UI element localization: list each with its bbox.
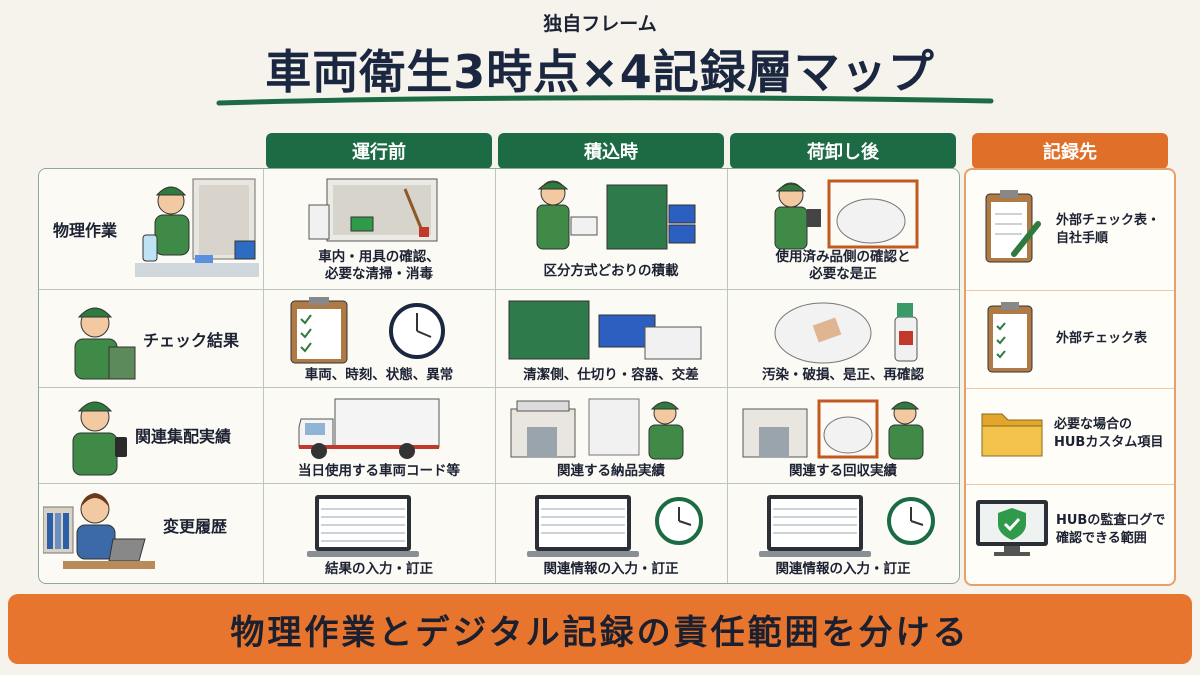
grid-divider bbox=[727, 169, 728, 583]
panel-divider bbox=[966, 290, 1174, 291]
shield-monitor-icon bbox=[976, 500, 1048, 556]
cell-text: 関連する納品実績 bbox=[557, 463, 665, 479]
checklist-icon bbox=[987, 302, 1033, 373]
column-header-destination: 記録先 bbox=[972, 133, 1168, 169]
checklist-pen-icon bbox=[985, 190, 1041, 263]
used-items-cage-illustration bbox=[774, 179, 919, 250]
destination-text: 外部チェック表 bbox=[1056, 331, 1148, 346]
cell-text: 関連する回収実績 bbox=[789, 463, 897, 479]
column-header-after-unloading: 荷卸し後 bbox=[730, 133, 956, 169]
warehouse-collection-illustration bbox=[742, 399, 924, 460]
row-label-related-delivery-records: 関連集配実績 bbox=[135, 427, 232, 446]
cell-text: 車両、時刻、状態、異常 bbox=[304, 367, 454, 383]
cell-text: 結果の入力・訂正 bbox=[325, 561, 433, 577]
truck-cargo-interior-illustration bbox=[308, 178, 438, 242]
cell-text: 関連情報の入力・訂正 bbox=[775, 561, 911, 577]
row-label-check-results: チェック結果 bbox=[143, 331, 240, 350]
footer-banner: 物理作業とデジタル記録の責任範囲を分ける bbox=[8, 594, 1192, 664]
clipboard-clock-illustration bbox=[290, 297, 445, 364]
delivery-truck-illustration bbox=[298, 398, 440, 459]
folder-icon bbox=[981, 413, 1043, 457]
row-label-change-history: 変更履歴 bbox=[163, 517, 228, 536]
damaged-bag-spray-illustration bbox=[774, 302, 918, 364]
panel-divider bbox=[966, 484, 1174, 485]
page-title: 車両衛生3時点×4記録層マップ bbox=[265, 45, 935, 99]
grid-divider bbox=[39, 387, 959, 388]
cell-text: 当日使用する車両コード等 bbox=[298, 463, 460, 479]
cell-text: 関連情報の入力・訂正 bbox=[543, 561, 679, 577]
worker-cleaning-illustration bbox=[135, 178, 259, 277]
frame-subtitle: 独自フレーム bbox=[543, 13, 657, 35]
cell-text: 使用済み品側の確認と必要な是正 bbox=[775, 249, 911, 282]
panel-divider bbox=[966, 388, 1174, 389]
grid-divider bbox=[39, 483, 959, 484]
partition-containers-illustration bbox=[508, 300, 702, 360]
worker-phone-illustration bbox=[72, 401, 127, 476]
destination-text: 外部チェック表・自社手順 bbox=[1056, 213, 1161, 246]
footer-message: 物理作業とデジタル記録の責任範囲を分ける bbox=[230, 612, 970, 653]
warehouse-delivery-illustration bbox=[510, 398, 684, 460]
cell-text: 清潔側、仕切り・容器、交差 bbox=[523, 367, 699, 383]
cell-text: 汚染・破損、是正、再確認 bbox=[762, 367, 924, 383]
cell-text: 車内・用具の確認、必要な清掃・消毒 bbox=[318, 249, 440, 282]
laptop-history-clock-illustration bbox=[759, 495, 935, 557]
matrix-grid: 物理作業 チェック結果 関連集配実績 変更履歴 bbox=[38, 168, 960, 584]
office-worker-laptop-illustration bbox=[43, 493, 155, 569]
cell-text: 区分方式どおりの積載 bbox=[543, 263, 679, 279]
laptop-history-clock-illustration bbox=[527, 495, 703, 557]
title-underline bbox=[216, 95, 994, 106]
column-header-loading: 積込時 bbox=[498, 133, 724, 169]
worker-clipboard-illustration bbox=[74, 307, 136, 380]
loading-partition-illustration bbox=[536, 180, 696, 250]
destination-text: HUBの監査ログで確認できる範囲 bbox=[1056, 513, 1166, 546]
grid-divider bbox=[39, 289, 959, 290]
column-header-pre-operation: 運行前 bbox=[266, 133, 492, 169]
row-label-physical-work: 物理作業 bbox=[53, 221, 118, 240]
laptop-records-illustration bbox=[307, 495, 419, 557]
grid-divider bbox=[495, 169, 496, 583]
grid-divider bbox=[263, 169, 264, 583]
